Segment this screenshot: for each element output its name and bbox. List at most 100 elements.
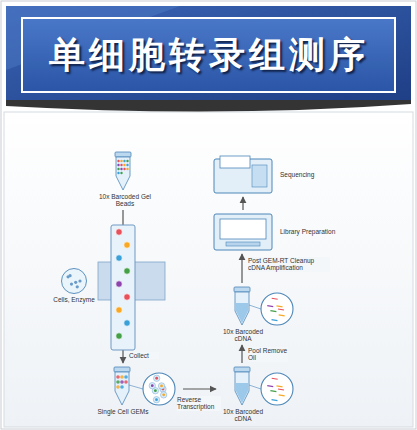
cell-drop xyxy=(62,269,87,294)
cdna-strand xyxy=(277,386,283,387)
gem xyxy=(124,380,128,384)
liquid xyxy=(236,303,248,323)
gem xyxy=(153,375,159,381)
zoom-circle xyxy=(261,373,293,405)
cdna-strand xyxy=(272,320,278,321)
cdna-strand xyxy=(272,400,278,401)
gem xyxy=(153,397,159,403)
bead xyxy=(155,398,158,401)
cell xyxy=(68,274,71,277)
liquid xyxy=(236,383,248,403)
gel-bead xyxy=(126,168,128,170)
bead xyxy=(116,255,122,261)
tube-node: Single Cell GEMs xyxy=(97,365,182,415)
gel-bead xyxy=(120,172,122,174)
gel-bead xyxy=(123,168,125,170)
node-label: Cells, Enzyme xyxy=(52,296,96,303)
gem xyxy=(158,383,164,389)
gel-bead xyxy=(117,160,119,162)
bead xyxy=(162,393,165,396)
tube-cap xyxy=(115,152,131,157)
diagram-ground xyxy=(4,112,413,427)
gel-bead xyxy=(120,168,122,170)
bead xyxy=(116,333,122,339)
cdna-strand xyxy=(272,298,278,299)
sequencer-panel xyxy=(252,165,267,187)
cdna-strand xyxy=(270,391,276,392)
node-icon xyxy=(95,150,155,192)
cdna-strand xyxy=(277,306,283,307)
gem xyxy=(120,380,124,384)
gem xyxy=(149,382,155,388)
instrument xyxy=(214,214,272,250)
node-label: 10x Barcoded cDNA xyxy=(217,408,269,423)
step-label: Pool Remove Oil xyxy=(248,347,288,362)
bead xyxy=(124,294,130,300)
node-label: Sequencing xyxy=(280,171,342,178)
node-label: 10x Barcoded Gel Beads xyxy=(97,193,153,208)
gel-bead xyxy=(120,160,122,162)
tube-node: 10x Barcoded cDNA xyxy=(217,365,297,423)
bead xyxy=(116,229,122,235)
flow-arrow xyxy=(183,388,216,389)
cdna-strand xyxy=(267,386,273,387)
banner-shadow xyxy=(6,100,411,112)
gem xyxy=(124,375,128,379)
cell-node: Cells, Enzyme xyxy=(50,267,98,303)
gel-bead xyxy=(117,164,119,166)
node-label: 10x Barcoded cDNA xyxy=(217,328,269,343)
bead xyxy=(151,384,154,387)
cdna-strand xyxy=(267,306,273,307)
gem xyxy=(116,375,120,379)
tube-cap xyxy=(234,367,250,372)
cell xyxy=(70,282,73,285)
instrument-node: Library Preparation xyxy=(212,212,342,252)
gem xyxy=(116,385,120,389)
tube-node: 10x Barcoded cDNA xyxy=(217,285,297,343)
gel-bead xyxy=(126,160,128,162)
flow-arrow xyxy=(241,345,242,363)
step-label: Collect xyxy=(129,352,159,359)
bead-channel xyxy=(111,225,135,350)
tube-cap xyxy=(114,367,130,372)
title-frame xyxy=(22,18,395,92)
node-label: Single Cell GEMs xyxy=(97,408,149,415)
tube-cap xyxy=(234,287,250,292)
cdna-strand xyxy=(272,378,278,379)
tube-body xyxy=(235,292,249,325)
flow-arrow xyxy=(242,197,243,210)
bead xyxy=(154,389,157,392)
gel-bead xyxy=(123,164,125,166)
node-label: Library Preparation xyxy=(280,228,342,235)
cdna-strand xyxy=(279,315,285,316)
bead xyxy=(155,377,158,380)
title-banner xyxy=(6,6,411,100)
tube-node: 10x Barcoded Gel Beads xyxy=(95,150,155,208)
step-label: Reverse Transcription xyxy=(177,396,221,411)
gel-bead xyxy=(117,168,119,170)
gem xyxy=(116,380,120,384)
base xyxy=(226,242,260,246)
gel-bead xyxy=(117,172,119,174)
gem xyxy=(120,385,124,389)
zoom-line xyxy=(249,385,261,389)
cdna-strand xyxy=(279,395,285,396)
bead xyxy=(124,268,130,274)
screen xyxy=(220,219,266,239)
node-icon xyxy=(217,365,297,407)
tube-body xyxy=(235,372,249,405)
bead xyxy=(124,242,130,248)
gem xyxy=(120,375,124,379)
sequencer-top xyxy=(220,156,250,168)
instrument-node: Sequencing xyxy=(212,155,342,195)
cdna-strand xyxy=(278,389,284,390)
gem xyxy=(160,392,166,398)
channel-beads xyxy=(116,229,130,339)
node-icon xyxy=(97,365,182,407)
step-label: Post GEM-RT Cleanup cDNA Amplification xyxy=(248,257,330,272)
gel-bead xyxy=(123,160,125,162)
bead xyxy=(116,281,122,287)
gel-bead xyxy=(120,164,122,166)
zoom-line xyxy=(249,305,261,309)
tube-body xyxy=(116,157,130,190)
